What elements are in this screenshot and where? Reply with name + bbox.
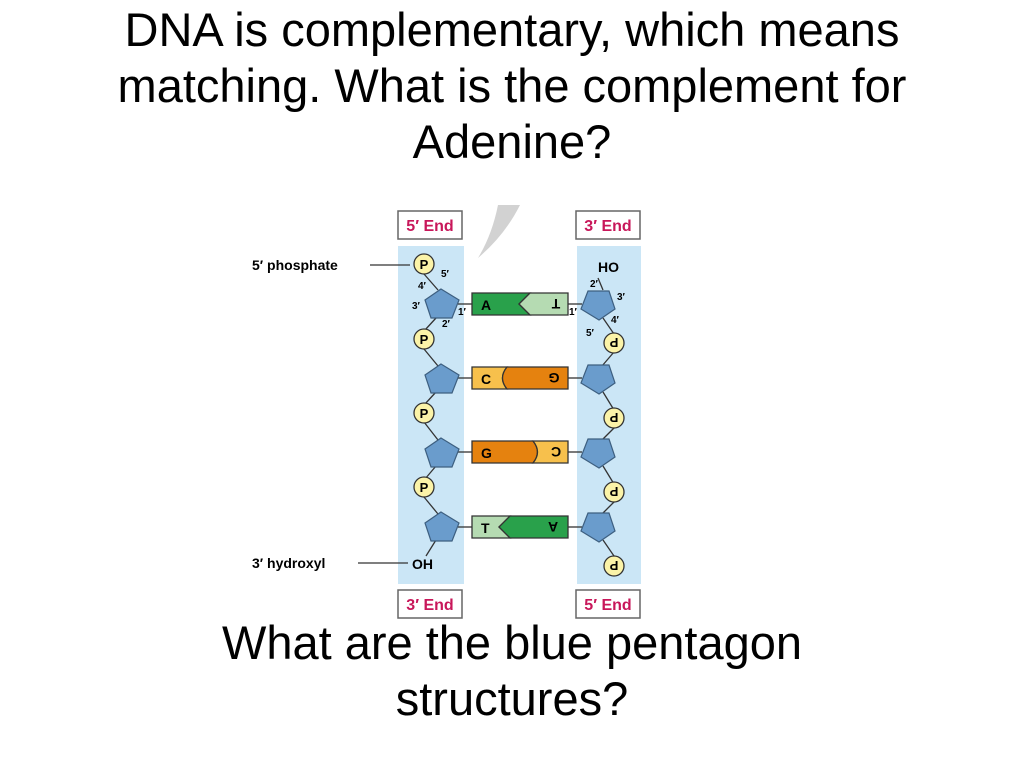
svg-text:P: P	[420, 332, 429, 347]
sugar-pentagon	[580, 438, 616, 469]
phosphate-label: 5′ phosphate	[252, 257, 338, 273]
svg-text:P: P	[609, 484, 618, 499]
svg-text:1′: 1′	[569, 307, 578, 318]
svg-text:3′: 3′	[412, 301, 421, 312]
adenine-base	[498, 515, 569, 539]
phosphate-circle: P	[413, 328, 435, 350]
base-pair-connectors	[458, 303, 582, 528]
guanine-base	[501, 366, 569, 390]
sugar-pentagon	[424, 363, 460, 394]
svg-text:P: P	[609, 558, 618, 573]
base-pair-a-t: A T	[471, 292, 569, 316]
cytosine-base	[531, 440, 569, 464]
svg-text:5′: 5′	[441, 269, 450, 280]
right-sugars	[580, 290, 616, 543]
base-pair-t-a: T A	[471, 515, 569, 539]
svg-text:3′: 3′	[617, 292, 626, 303]
hydroxyl-label: 3′ hydroxyl	[252, 555, 325, 571]
sugar-pentagon	[424, 511, 460, 542]
phosphate-circle: P	[413, 402, 435, 424]
right-backbone-lines	[597, 277, 615, 557]
svg-text:P: P	[420, 406, 429, 421]
slide-question: What are the blue pentagon structures?	[221, 616, 803, 725]
svg-text:1′: 1′	[458, 307, 467, 318]
slide-title: DNA is complementary, which means matchi…	[117, 3, 907, 168]
base-pair-g-c: G C	[471, 440, 569, 464]
svg-text:C: C	[551, 444, 561, 460]
left-backbone-lines	[423, 273, 439, 557]
svg-text:5′: 5′	[586, 328, 595, 339]
left-oh-label: OH	[412, 556, 433, 572]
sugar-pentagon	[424, 437, 460, 468]
svg-text:G: G	[548, 370, 559, 386]
svg-text:C: C	[481, 371, 491, 387]
right-top-end-label: 3′ End	[575, 210, 641, 240]
phosphate-circle: P	[603, 407, 625, 429]
svg-text:P: P	[420, 480, 429, 495]
svg-text:T: T	[551, 296, 560, 312]
svg-text:P: P	[609, 335, 618, 350]
svg-text:4′: 4′	[418, 281, 427, 292]
sugar-pentagon	[424, 288, 460, 319]
svg-text:P: P	[609, 410, 618, 425]
right-carbon-labels: 2′ 3′ 4′ 5′ 1′	[569, 279, 626, 339]
svg-text:3′ End: 3′ End	[406, 597, 453, 614]
svg-text:P: P	[420, 257, 429, 272]
left-top-end-label: 5′ End	[397, 210, 463, 240]
left-sugars	[424, 288, 460, 542]
left-carbon-labels: 5′ 4′ 3′ 2′ 1′	[412, 269, 467, 330]
svg-text:A: A	[481, 297, 491, 313]
sugar-pentagon	[580, 512, 616, 543]
svg-text:5′ End: 5′ End	[584, 597, 631, 614]
phosphate-circle: P	[413, 253, 435, 275]
right-ho-label: HO	[598, 259, 619, 275]
right-bottom-end-label: 5′ End	[575, 589, 641, 619]
svg-text:5′ End: 5′ End	[406, 218, 453, 235]
phosphate-circle: P	[413, 476, 435, 498]
svg-text:G: G	[481, 445, 492, 461]
base-pair-c-g: C G	[471, 366, 569, 390]
speech-bubble-tail	[478, 205, 520, 258]
left-bottom-end-label: 3′ End	[397, 589, 463, 619]
svg-text:T: T	[481, 520, 490, 536]
sugar-pentagon	[580, 364, 616, 395]
thymine-base	[518, 292, 569, 316]
svg-text:3′ End: 3′ End	[584, 218, 631, 235]
phosphate-circle: P	[603, 555, 625, 577]
phosphate-circle: P	[603, 332, 625, 354]
svg-text:2′: 2′	[442, 319, 451, 330]
svg-text:2′: 2′	[590, 279, 599, 290]
right-phosphates: P P P P	[603, 332, 625, 577]
sugar-pentagon	[580, 290, 616, 321]
svg-text:4′: 4′	[611, 315, 620, 326]
phosphate-circle: P	[603, 481, 625, 503]
svg-text:A: A	[548, 519, 558, 535]
left-phosphates: P P P P	[413, 253, 435, 498]
